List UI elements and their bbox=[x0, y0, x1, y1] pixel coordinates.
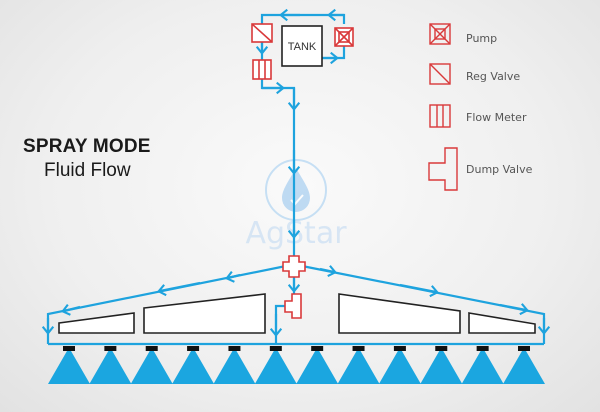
reg-valve-icon bbox=[251, 23, 273, 43]
nozzle-tip bbox=[187, 346, 200, 351]
nozzle-tip bbox=[352, 346, 365, 351]
spray-cone bbox=[48, 351, 90, 384]
spray-cone bbox=[254, 351, 297, 384]
mode-subtitle: Fluid Flow bbox=[44, 160, 131, 181]
nozzle bbox=[254, 346, 297, 384]
legend-pump-icon bbox=[429, 23, 451, 45]
legend-reg-valve-icon bbox=[429, 63, 451, 85]
tank-label: TANK bbox=[288, 41, 317, 53]
nozzle-tip bbox=[269, 346, 282, 351]
nozzle bbox=[503, 346, 545, 384]
nozzle bbox=[378, 346, 421, 384]
spray-cone bbox=[172, 351, 215, 384]
spray-cone bbox=[503, 351, 545, 384]
spray-cone bbox=[213, 351, 256, 384]
nozzle-tip bbox=[518, 346, 530, 351]
flow-meter-icon bbox=[252, 59, 272, 80]
nozzle-tip bbox=[435, 346, 448, 351]
nozzle-tip bbox=[393, 346, 406, 351]
spray-cone bbox=[130, 351, 173, 384]
boom-section-4 bbox=[468, 312, 536, 334]
legend-label-flow-meter: Flow Meter bbox=[466, 111, 527, 124]
boom-sections bbox=[58, 293, 536, 334]
nozzle bbox=[213, 346, 256, 384]
nozzle-tip bbox=[228, 346, 241, 351]
spray-cone bbox=[89, 351, 132, 384]
boom-pipes bbox=[41, 264, 551, 346]
nozzle bbox=[337, 346, 380, 384]
nozzle bbox=[420, 346, 463, 384]
nozzle-tip bbox=[476, 346, 489, 351]
legend bbox=[428, 23, 458, 191]
nozzle-tip bbox=[63, 346, 75, 351]
watermark-text: AgStar bbox=[245, 216, 347, 251]
agstar-watermark: AgStar bbox=[245, 159, 347, 251]
nozzle bbox=[461, 346, 504, 384]
dump-valve-icon bbox=[284, 293, 302, 319]
supply-pipes bbox=[255, 8, 346, 262]
nozzle bbox=[296, 346, 339, 384]
nozzle bbox=[130, 346, 173, 384]
legend-flow-meter-icon bbox=[429, 104, 451, 128]
legend-dump-valve-icon bbox=[428, 147, 458, 191]
spray-cone bbox=[296, 351, 339, 384]
nozzle-tip bbox=[311, 346, 324, 351]
nozzle bbox=[48, 346, 90, 384]
spray-cone bbox=[378, 351, 421, 384]
nozzle-tip bbox=[104, 346, 117, 351]
legend-label-pump: Pump bbox=[466, 32, 498, 45]
legend-label-reg-valve: Reg Valve bbox=[466, 70, 521, 83]
spray-cone bbox=[420, 351, 463, 384]
boom-section-1 bbox=[58, 312, 135, 334]
nozzle-row bbox=[48, 346, 545, 384]
nozzle bbox=[89, 346, 132, 384]
cross-junction bbox=[282, 255, 306, 278]
nozzle-tip bbox=[145, 346, 158, 351]
nozzle bbox=[172, 346, 215, 384]
legend-label-dump-valve: Dump Valve bbox=[466, 163, 533, 176]
pump-icon bbox=[334, 27, 354, 47]
boom-section-2 bbox=[143, 293, 266, 334]
spray-cone bbox=[337, 351, 380, 384]
mode-title: SPRAY MODE bbox=[23, 136, 151, 157]
tank: TANK bbox=[281, 25, 323, 67]
spray-cone bbox=[461, 351, 504, 384]
boom-section-3 bbox=[338, 293, 461, 334]
